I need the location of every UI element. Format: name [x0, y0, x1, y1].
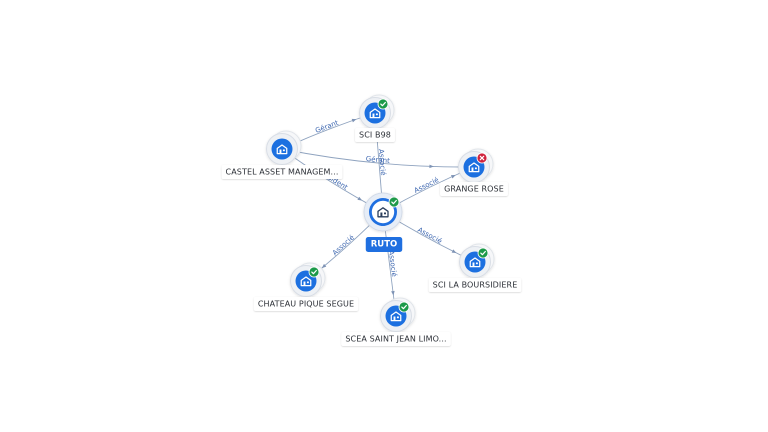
node-castel[interactable]	[266, 130, 302, 165]
node-sci-la-boursidiere[interactable]	[459, 243, 495, 278]
building-icon	[390, 311, 402, 322]
center-node-label: RUTO	[365, 237, 403, 252]
node-scea-saint-jean[interactable]	[380, 297, 416, 332]
cross-badge-icon	[476, 152, 488, 164]
node-grange-rose[interactable]	[458, 148, 494, 183]
building-icon	[276, 144, 288, 155]
node-label-text: GRANGE ROSE	[444, 185, 504, 194]
node-label-text: SCI LA BOURSIDIERE	[433, 281, 518, 290]
edge-label: Gérant	[365, 155, 390, 165]
edge-label: Associé	[413, 176, 440, 195]
edge-label: Associé	[387, 250, 398, 277]
building-icon	[377, 207, 389, 218]
edge-label: Gérant	[314, 119, 340, 135]
edge-arrow	[451, 249, 457, 253]
node-label-text: CASTEL ASSET MANAGEM...	[226, 168, 339, 177]
node-label: CHATEAU PIQUE SEGUE	[253, 297, 359, 311]
edge-arrow	[450, 174, 456, 179]
check-badge-icon	[477, 247, 489, 259]
check-badge-icon	[377, 98, 389, 110]
node-label: SCI LA BOURSIDIERE	[428, 278, 522, 292]
node-label-text: SCI B98	[359, 131, 391, 140]
edge-label: Associé	[416, 226, 443, 246]
check-badge-icon	[308, 266, 320, 278]
edge-arrow	[351, 118, 357, 123]
building-icon	[468, 162, 480, 173]
center-node-ruto[interactable]	[363, 192, 403, 232]
edge-arrow	[321, 263, 327, 269]
edge-arrow	[357, 196, 363, 201]
building-icon	[369, 108, 381, 119]
edge-e-castel-grange[interactable]: Gérant	[281, 148, 475, 169]
building-icon	[300, 276, 312, 287]
node-label: SCEA SAINT JEAN LIMO...	[341, 332, 451, 346]
center-label-text: RUTO	[371, 240, 397, 250]
node-label: SCI B98	[355, 128, 395, 142]
check-badge-icon	[388, 196, 400, 208]
building-icon	[469, 257, 481, 268]
node-chateau-pique-segue[interactable]	[290, 262, 326, 297]
check-badge-icon	[398, 301, 410, 313]
edge-label: Associé	[331, 234, 356, 258]
node-label-text: SCEA SAINT JEAN LIMO...	[345, 335, 446, 344]
edge-arrow	[391, 290, 395, 296]
node-label: GRANGE ROSE	[440, 182, 508, 196]
node-sci-b98[interactable]	[359, 94, 395, 129]
node-label: CASTEL ASSET MANAGEM...	[221, 165, 343, 179]
edge-label: Associé	[377, 149, 387, 176]
edge-line	[281, 148, 475, 168]
edge-arrow	[429, 164, 434, 169]
node-label-text: CHATEAU PIQUE SEGUE	[258, 300, 354, 309]
